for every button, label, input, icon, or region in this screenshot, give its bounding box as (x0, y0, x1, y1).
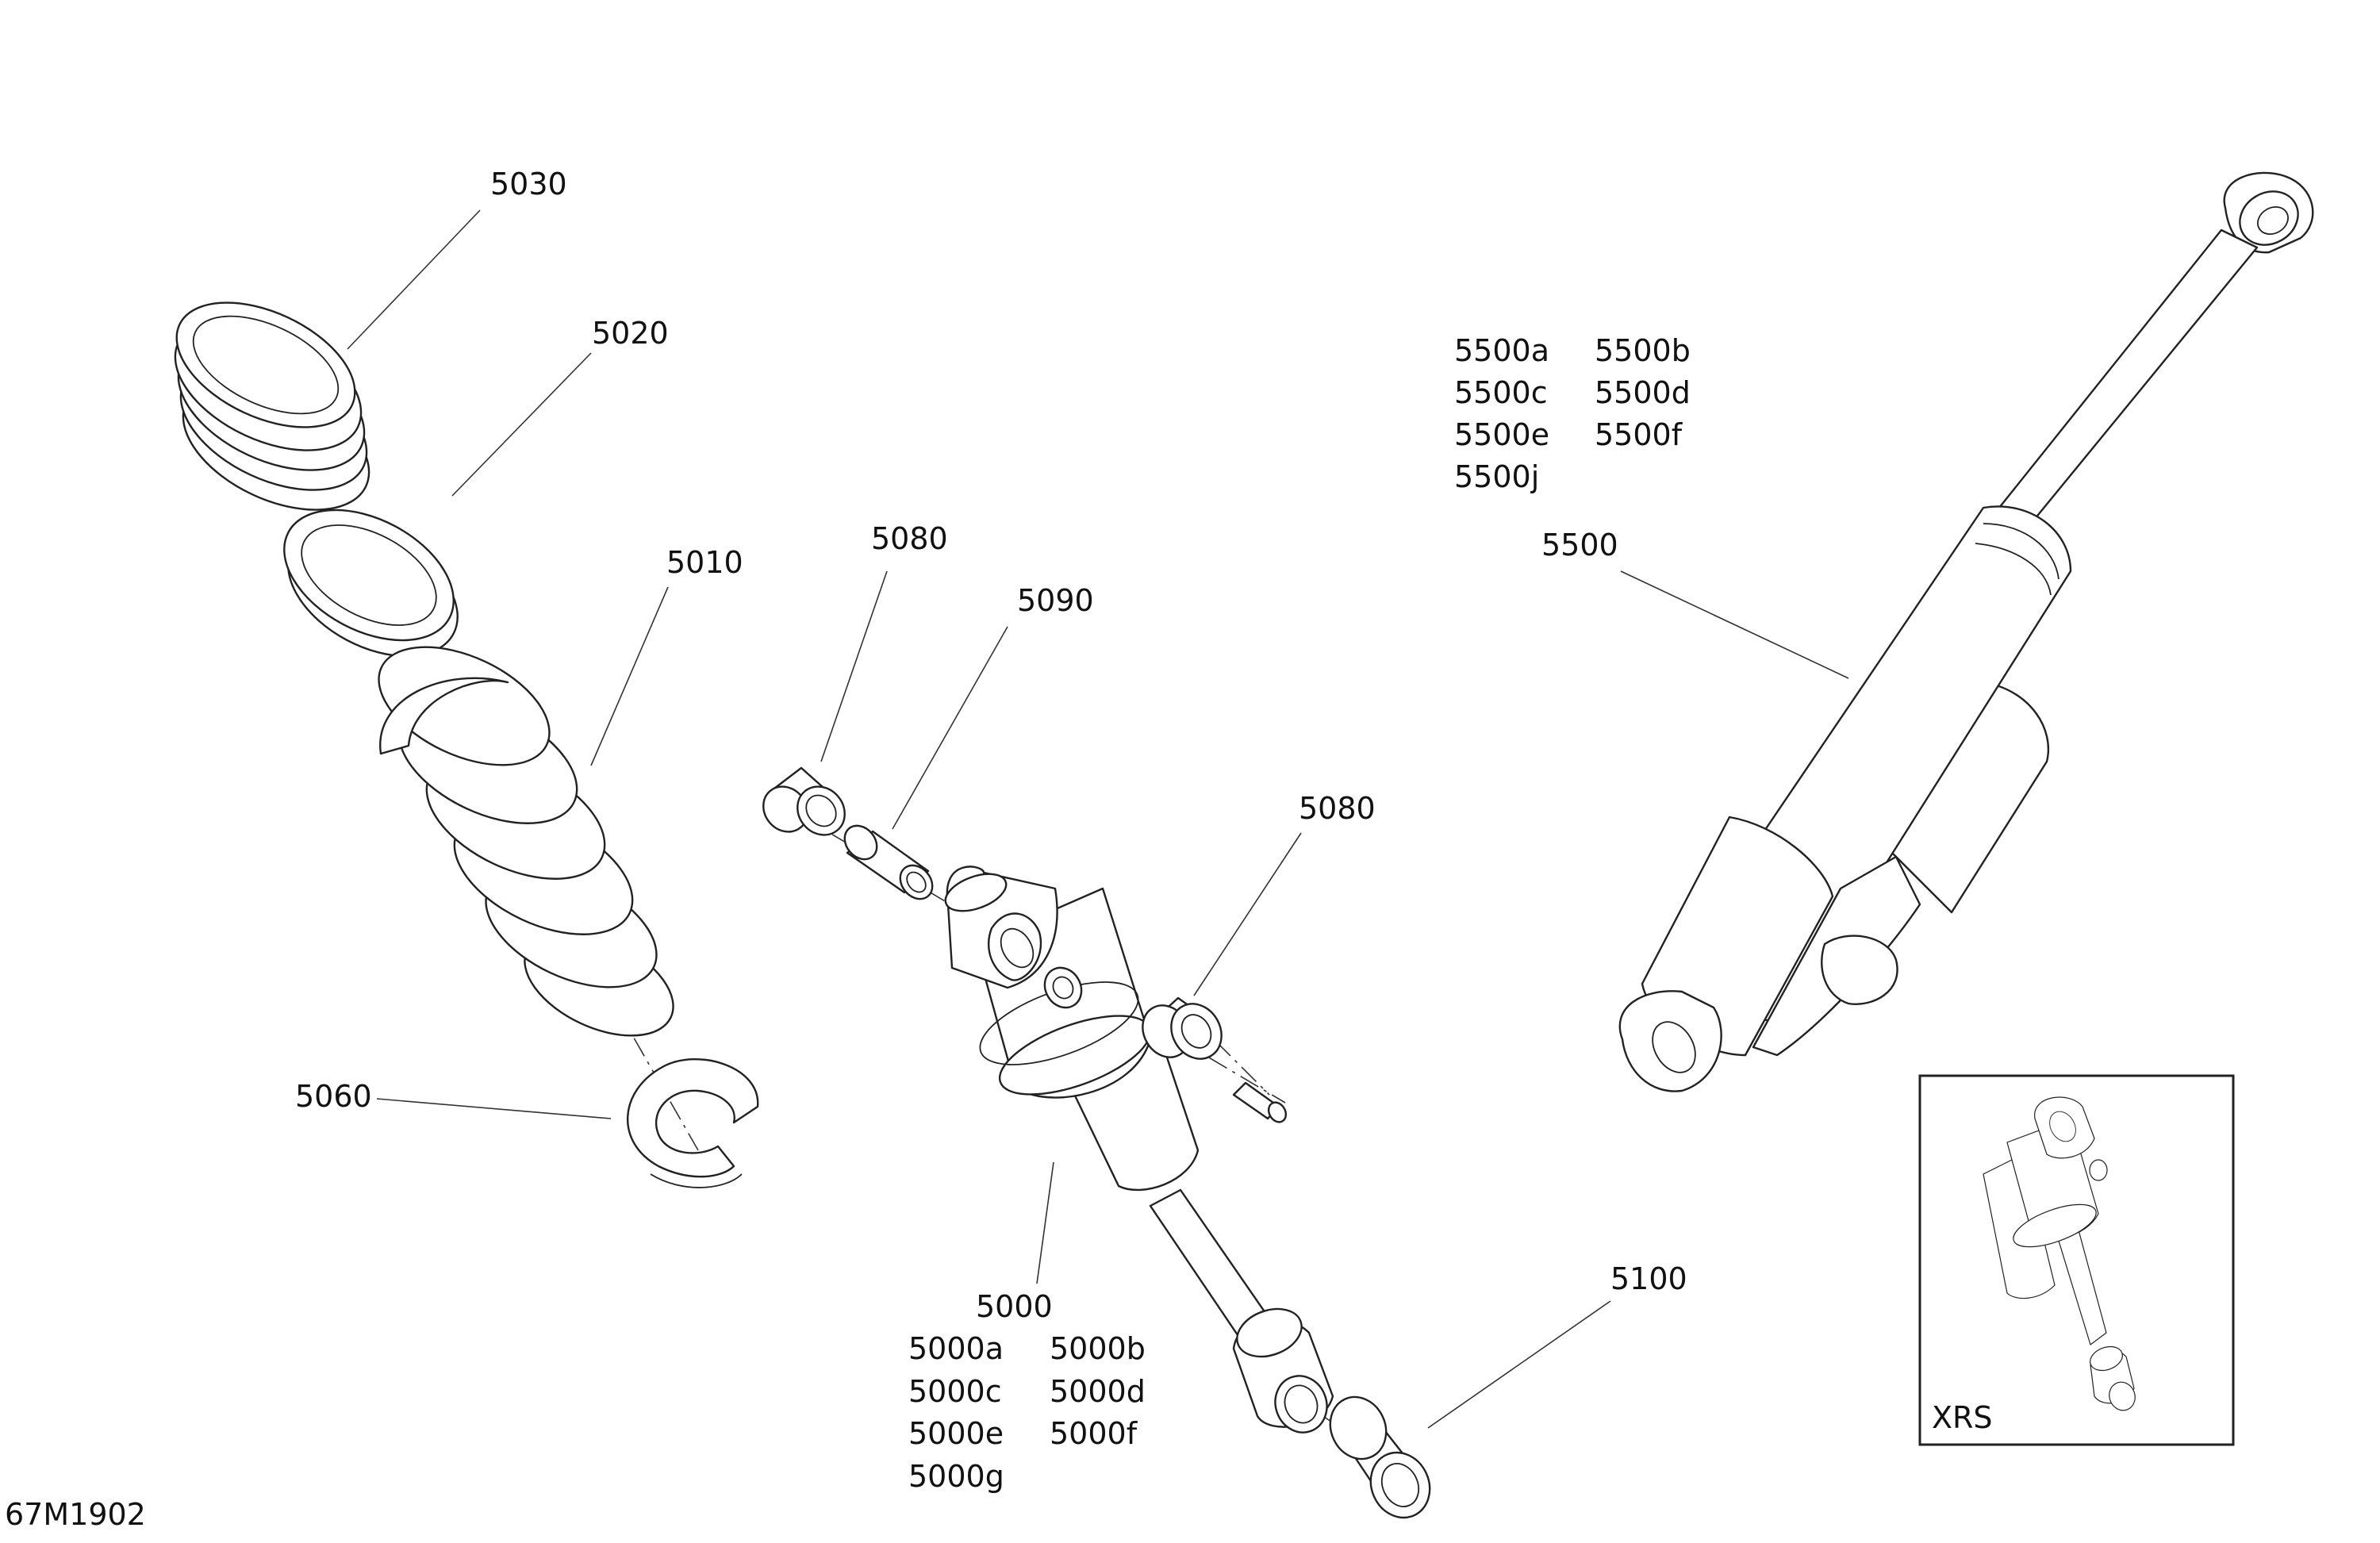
variant-5500j: 5500j (1454, 459, 1539, 494)
label-bushing-upper: 5080 (871, 521, 948, 556)
label-clip: 5060 (295, 1079, 372, 1114)
label-rear-shock: 5500 (1541, 528, 1618, 562)
variant-5000d: 5000d (1050, 1374, 1146, 1409)
bushing-side-part (1142, 996, 1223, 1060)
variant-5500a: 5500a (1454, 333, 1549, 368)
rear-shock-variants: 5500a 5500b 5500c 5500d 5500e 5500f 5500… (1454, 333, 1691, 494)
label-shock-absorber: 5000 (976, 1289, 1053, 1324)
variant-5500b: 5500b (1595, 333, 1691, 368)
spring-seat-part (283, 509, 459, 658)
label-bushing-lower: 5100 (1610, 1261, 1687, 1296)
variant-5000g: 5000g (908, 1459, 1004, 1494)
label-sleeve: 5090 (1017, 583, 1094, 618)
variant-5000a: 5000a (908, 1331, 1004, 1366)
shock-absorber-part (944, 866, 1334, 1434)
variant-5000b: 5000b (1050, 1331, 1146, 1366)
leader-lines (347, 209, 1849, 1429)
clip-part (627, 1058, 759, 1188)
variant-5500f: 5500f (1595, 417, 1683, 452)
bushing-upper-part (762, 766, 846, 836)
variant-5500c: 5500c (1454, 375, 1548, 410)
label-spring-seat: 5020 (592, 316, 669, 351)
variant-5000c: 5000c (908, 1374, 1002, 1409)
label-spring: 5010 (666, 545, 743, 580)
xrs-inset (1918, 1074, 2235, 1446)
variant-5500e: 5500e (1454, 417, 1549, 452)
label-bushing-side: 5080 (1299, 791, 1376, 826)
part-labels: 5030 5020 5010 5060 5080 5090 5080 5000 … (295, 167, 1687, 1324)
bushing-lower-part (1329, 1395, 1431, 1519)
inset-label: XRS (1932, 1400, 1993, 1435)
variant-5500d: 5500d (1595, 375, 1691, 410)
shock-absorber-variants: 5000a 5000b 5000c 5000d 5000e 5000f 5000… (908, 1331, 1146, 1494)
rear-shock-part (1618, 171, 2314, 1092)
variant-5000e: 5000e (908, 1416, 1004, 1451)
spring-retainer-part (174, 301, 370, 511)
screw-part (1232, 1081, 1288, 1123)
label-spring-retainer: 5030 (490, 167, 567, 202)
figure-id: 67M1902 (5, 1497, 146, 1532)
assembly-axis-lines (253, 372, 1365, 1445)
sleeve-part (843, 824, 934, 900)
coil-spring-part (378, 646, 674, 1037)
variant-5000f: 5000f (1050, 1416, 1138, 1451)
